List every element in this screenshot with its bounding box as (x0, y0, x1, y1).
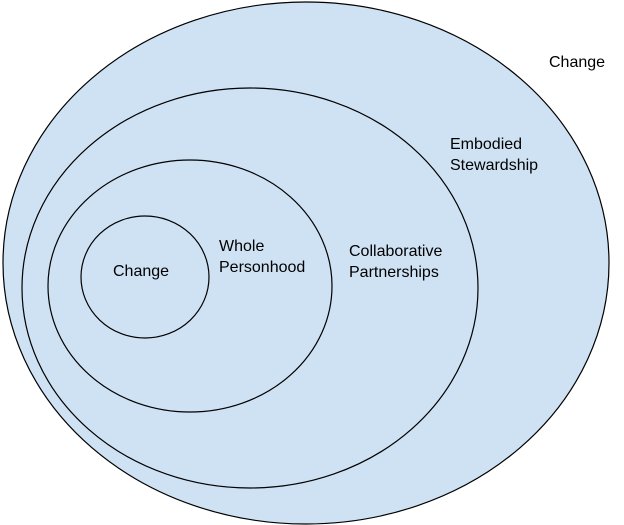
partnerships-label-line1: Collaborative (349, 243, 442, 260)
inner-change-label: Change (113, 263, 169, 280)
personhood-label-line1: Whole (219, 238, 264, 255)
stewardship-label-line2: Stewardship (450, 157, 538, 174)
inner-ellipse (80, 215, 210, 339)
stewardship-label-line1: Embodied (450, 136, 522, 153)
outer-change-label: Change (549, 54, 605, 71)
personhood-label-line2: Personhood (219, 259, 305, 276)
partnerships-label-line2: Partnerships (349, 264, 439, 281)
